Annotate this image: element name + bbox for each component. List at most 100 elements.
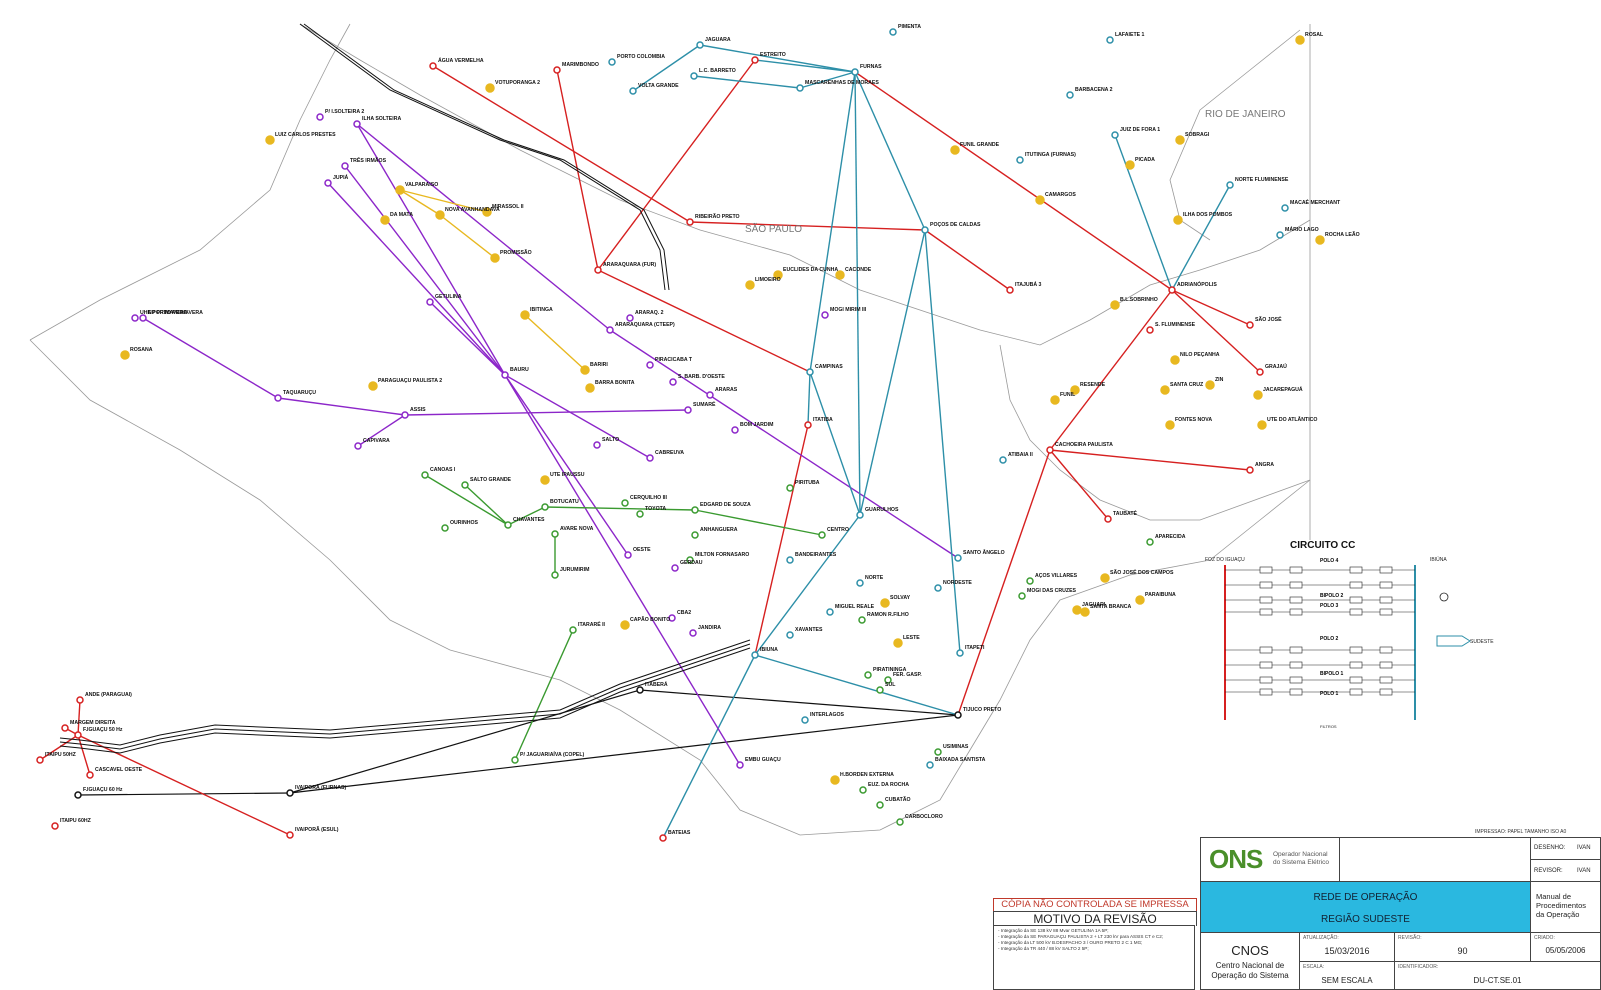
substation-label: PIRACICABA T	[655, 357, 693, 363]
revisao-value: 90	[1395, 946, 1530, 956]
substation-centro	[819, 532, 825, 538]
escala-label: ESCALA:	[1303, 964, 1324, 970]
converter-valve	[1380, 567, 1392, 573]
substation-uhe-primavera	[132, 315, 138, 321]
substation-euz	[860, 787, 866, 793]
regiao-title: REGIÃO SUDESTE	[1201, 914, 1530, 925]
substation-label: NORDESTE	[943, 580, 972, 586]
ons-logo: ONS	[1209, 844, 1262, 875]
transmission-line	[545, 507, 695, 510]
substation-da-mata	[381, 216, 389, 224]
substation-label: USIMINAS	[943, 744, 969, 750]
substation-label: PARAGUAÇU PAULISTA 2	[378, 378, 442, 384]
substation-label: INTERLAGOS	[810, 712, 845, 718]
substation-nova-avanh	[436, 211, 444, 219]
desenho-label: DESENHO:	[1534, 845, 1565, 851]
polo-label: BIPOLO 1	[1320, 671, 1344, 677]
substation-label: ILHA DOS POMBOS	[1183, 212, 1233, 218]
atualizacao-cell: ATUALIZAÇÃO: 15/03/2016	[1299, 932, 1395, 962]
substation-norte	[857, 580, 863, 586]
substation-bateias	[660, 835, 666, 841]
transmission-line	[1050, 450, 1250, 470]
substation-ilha-pombos	[1174, 216, 1182, 224]
hvdc-lines	[60, 24, 750, 753]
substation-label: SÃO JOSÉ	[1255, 315, 1282, 323]
substation-label: ITAJUBÁ 3	[1015, 281, 1042, 288]
converter-valve	[1380, 677, 1392, 683]
substation-label: ROSAL	[1305, 32, 1324, 38]
substation-lc-barreto	[691, 73, 697, 79]
network-title-cell: REDE DE OPERAÇÃO REGIÃO SUDESTE	[1200, 881, 1531, 933]
substation-taubate	[1105, 516, 1111, 522]
substation-label: CAPIVARA	[363, 438, 390, 444]
substation-label: CENTRO	[827, 527, 849, 533]
substation-label: S. BARB. D'OESTE	[678, 374, 725, 380]
substation-label: MIRASSOL II	[492, 204, 524, 210]
converter-valve	[1260, 597, 1272, 603]
converter-valve	[1290, 662, 1302, 668]
substation-cerquilho	[622, 500, 628, 506]
revisor-cell: REVISOR: IVAN	[1530, 859, 1601, 882]
substation-label: APARECIDA	[1155, 534, 1186, 540]
substation-label: ITARARÉ II	[578, 620, 606, 628]
substation-sjc	[1101, 574, 1109, 582]
substation-toyota	[637, 511, 643, 517]
substation-mogi	[1019, 593, 1025, 599]
circuito-title: CIRCUITO CC	[1290, 540, 1355, 551]
substation-ivaipora-e	[287, 832, 293, 838]
substation-label: ANHANGUERA	[700, 527, 738, 533]
substation-label: GERDAU	[680, 560, 703, 566]
substation-label: SOLVAY	[890, 595, 911, 601]
substation-label: BOM JARDIM	[740, 422, 773, 428]
transmission-line	[640, 690, 958, 715]
transmission-line	[357, 124, 610, 330]
substation-piracicaba	[647, 362, 653, 368]
substation-label: ÁGUA VERMELHA	[438, 57, 484, 64]
substation-mario-lago	[1277, 232, 1283, 238]
substation-sfluminense	[1147, 327, 1153, 333]
substation-label: EUZ. DA ROCHA	[868, 782, 909, 788]
substation-jandira	[690, 630, 696, 636]
substation-paraguacu	[369, 382, 377, 390]
substation-oeste	[625, 552, 631, 558]
substation-label: VOLTA GRANDE	[638, 83, 679, 89]
substation-label: CAMARGOS	[1045, 192, 1076, 198]
substation-label: RAMON R.FILHO	[867, 612, 909, 618]
converter-valve	[1380, 662, 1392, 668]
substation-itatiba	[805, 422, 811, 428]
identificador-label: IDENTIFICADOR:	[1398, 964, 1438, 970]
substation-label: AÇOS VILLARES	[1035, 573, 1078, 579]
substation-label: SOBRAGI	[1185, 132, 1210, 138]
substation-tres-irmaos	[342, 163, 348, 169]
converter-valve	[1290, 582, 1302, 588]
substation-usiminas	[935, 749, 941, 755]
substation-label: SANTA BRANCA	[1090, 604, 1131, 610]
substation-label: RIBEIRÃO PRETO	[695, 213, 740, 220]
substation-fig50	[75, 732, 81, 738]
substation-label: PIMENTA	[898, 24, 921, 30]
polo-label: POLO 2	[1320, 636, 1339, 642]
substation-label: EMBU GUAÇU	[745, 757, 781, 763]
polo-label: BIPOLO 2	[1320, 593, 1344, 599]
circuito-cc: CIRCUITO CC FOZ DO IGUAÇU IBIÚNA POLO 4B…	[1205, 540, 1494, 729]
substation-label: BARIRI	[590, 362, 608, 368]
substation-label: UTE DO ATLÂNTICO	[1267, 416, 1317, 423]
substation-ribeirao	[687, 219, 693, 225]
substation-label: FUNIL	[1060, 392, 1076, 398]
substation-estreito	[752, 57, 758, 63]
substation-label: ITAIPU 50HZ	[45, 752, 77, 758]
substation-bom-jardim	[732, 427, 738, 433]
manual-text: Manual de Procedimentos da Operação	[1536, 892, 1596, 919]
ons-subtitle-1: Operador Nacional	[1273, 851, 1328, 858]
substation-pi-solt2	[317, 114, 323, 120]
substation-getulina	[427, 299, 433, 305]
substation-label: CARBOCLORO	[905, 814, 943, 820]
substation-label: CANOAS I	[430, 467, 456, 473]
substation-ibitinga	[521, 311, 529, 319]
converter-valve	[1290, 677, 1302, 683]
substation-capivara	[355, 443, 361, 449]
substation-label: MARIMBONDO	[562, 62, 599, 68]
substation-label: ITABERÁ	[645, 681, 668, 688]
substation-acos	[1027, 578, 1033, 584]
substation-jaguara	[697, 42, 703, 48]
